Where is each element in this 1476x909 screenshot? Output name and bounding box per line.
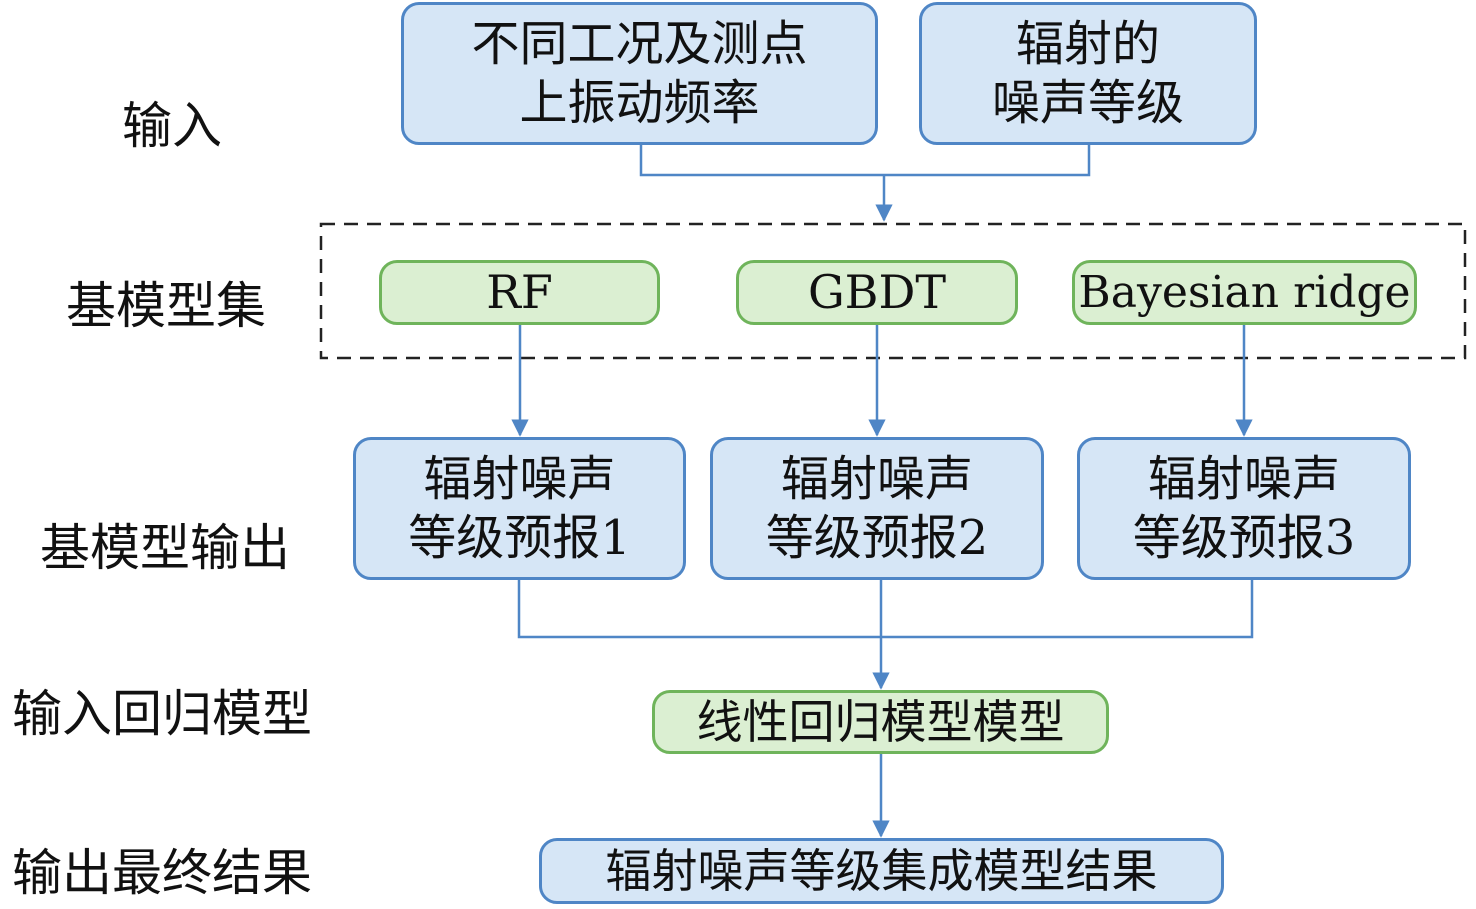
base-output-3-box: 辐射噪声 等级预报3 xyxy=(1077,437,1411,580)
input-vibration-line1: 不同工况及测点 xyxy=(471,15,808,72)
final-result-box: 辐射噪声等级集成模型结果 xyxy=(539,838,1224,904)
base-output-3-line1: 辐射噪声 xyxy=(1147,450,1340,507)
input-vibration-box: 不同工况及测点 上振动频率 xyxy=(401,2,878,145)
row-label-input: 输入 xyxy=(122,97,222,155)
base-output-2-box: 辐射噪声 等级预报2 xyxy=(710,437,1044,580)
regression-model-box: 线性回归模型模型 xyxy=(652,690,1109,754)
input-noise-line2: 噪声等级 xyxy=(991,74,1184,131)
base-output-3-line2: 等级预报3 xyxy=(1132,509,1356,566)
row-label-base-model-output: 基模型输出 xyxy=(40,519,290,577)
input-vibration-line2: 上振动频率 xyxy=(519,74,760,131)
base-model-gbdt-box: GBDT xyxy=(736,260,1018,325)
base-output-1-line2: 等级预报1 xyxy=(408,509,631,566)
row-label-final-output: 输出最终结果 xyxy=(12,844,312,902)
output-merge-line xyxy=(517,580,1254,639)
input-noise-line1: 辐射的 xyxy=(1015,15,1160,72)
base-model-set-dashed-border xyxy=(319,222,1467,360)
base-output-2-line2: 等级预报2 xyxy=(765,509,989,566)
input-merge-line xyxy=(639,145,1091,177)
input-noise-box: 辐射的 噪声等级 xyxy=(919,2,1257,145)
row-label-input-regression: 输入回归模型 xyxy=(12,685,312,743)
base-output-1-box: 辐射噪声 等级预报1 xyxy=(353,437,686,580)
row-label-base-model-set: 基模型集 xyxy=(66,277,266,335)
base-output-1-line1: 辐射噪声 xyxy=(423,450,616,507)
base-model-rf-box: RF xyxy=(379,260,660,325)
base-output-2-line1: 辐射噪声 xyxy=(780,450,973,507)
base-model-bayesian-box: Bayesian ridge xyxy=(1072,260,1417,325)
